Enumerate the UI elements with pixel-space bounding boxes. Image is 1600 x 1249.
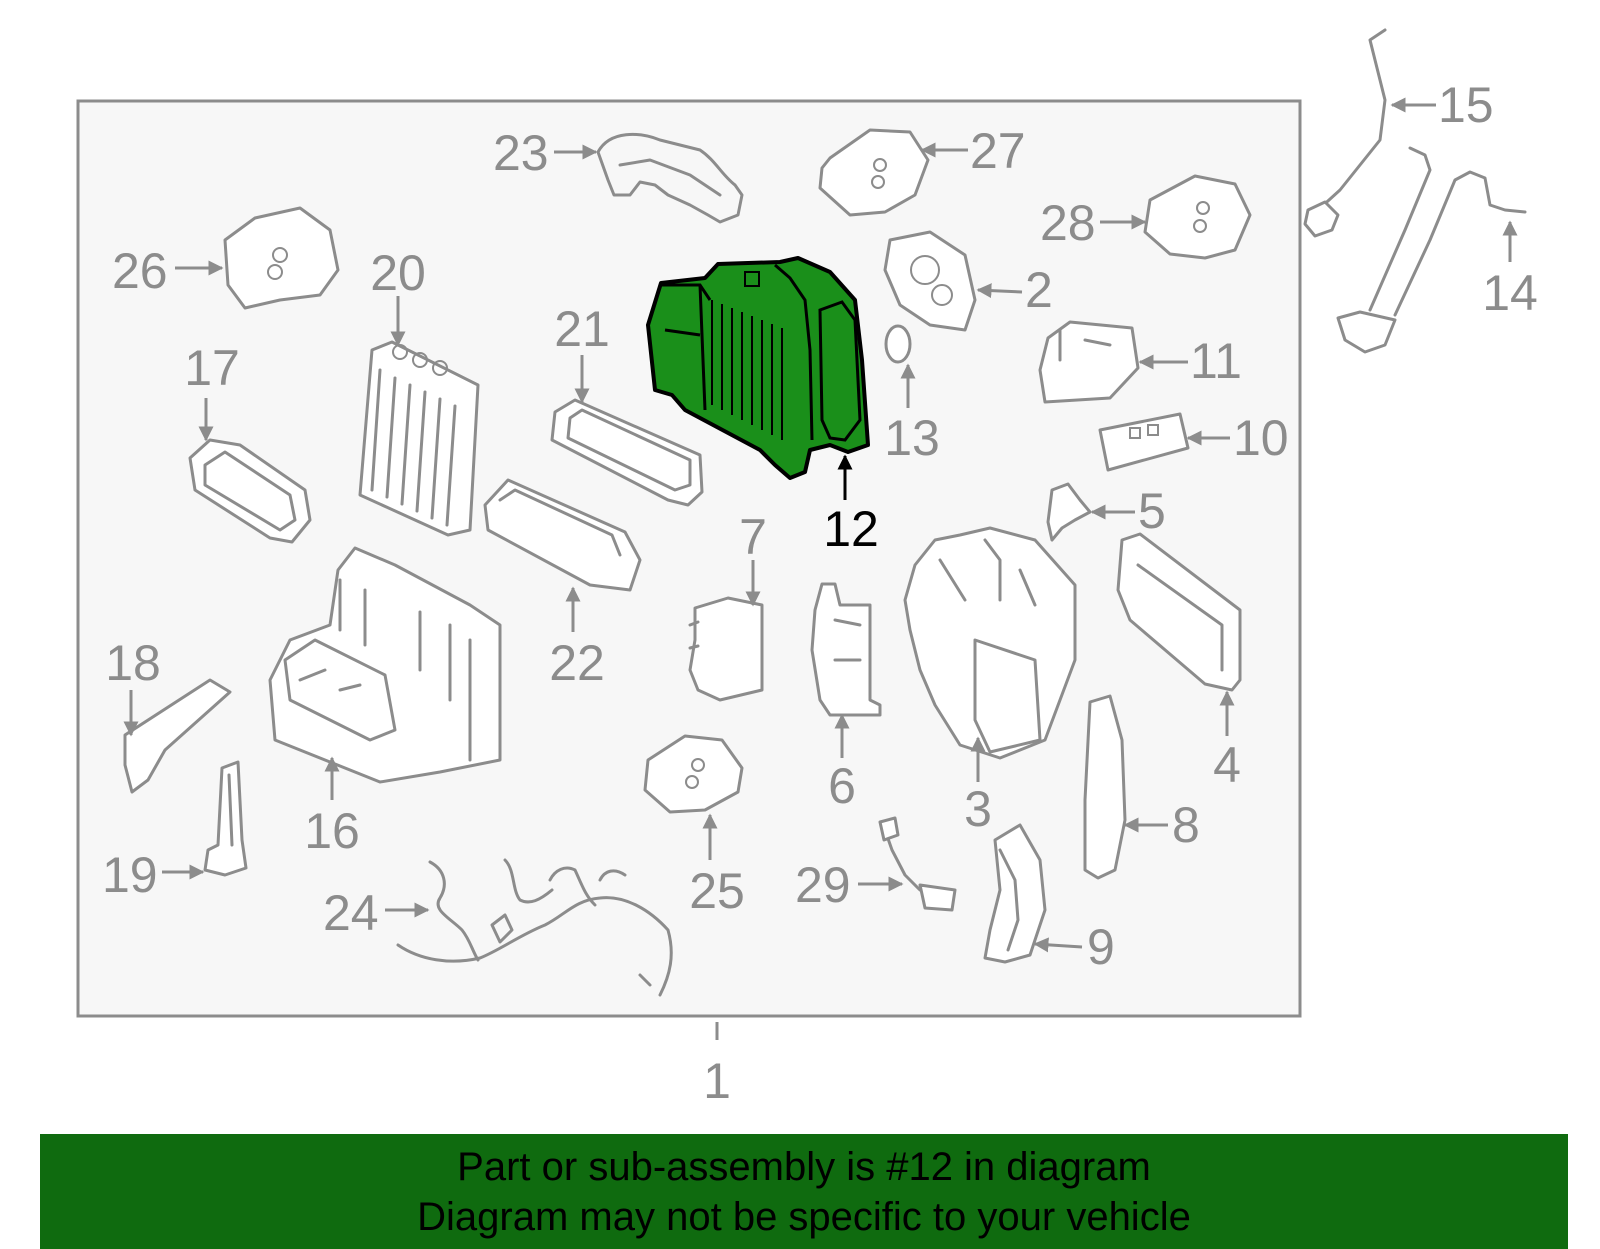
callout-10: 10 bbox=[1233, 410, 1289, 466]
part-4-filter-door[interactable] bbox=[1116, 532, 1242, 692]
part-28-gasket[interactable] bbox=[1143, 174, 1252, 260]
part-27-gasket[interactable] bbox=[818, 128, 930, 217]
part-23-hose[interactable] bbox=[596, 132, 744, 224]
callout-4: 4 bbox=[1213, 737, 1241, 793]
banner-line-disclaimer: Diagram may not be specific to your vehi… bbox=[417, 1195, 1191, 1239]
callout-15: 15 bbox=[1438, 77, 1494, 133]
part-7-module[interactable] bbox=[688, 596, 764, 702]
part-3-case[interactable] bbox=[903, 526, 1077, 760]
part-13-o-ring[interactable] bbox=[884, 324, 912, 364]
part-22-duct[interactable] bbox=[483, 478, 642, 592]
callout-5: 5 bbox=[1138, 483, 1166, 539]
part-17-gasket[interactable] bbox=[188, 438, 312, 544]
callout-11: 11 bbox=[1190, 333, 1242, 389]
callout-19: 19 bbox=[102, 847, 158, 903]
part-15-line[interactable] bbox=[1303, 28, 1387, 238]
callout-26: 26 bbox=[112, 243, 168, 299]
callout-21: 21 bbox=[554, 301, 610, 357]
part-2-seal-plate[interactable] bbox=[883, 230, 977, 332]
part-6-duct[interactable] bbox=[810, 582, 882, 717]
callout-27: 27 bbox=[970, 123, 1026, 179]
part-12-evaporator-highlighted[interactable] bbox=[646, 256, 870, 480]
leader-9 bbox=[1033, 937, 1083, 953]
part-18-seal[interactable] bbox=[123, 678, 232, 794]
callout-18: 18 bbox=[105, 635, 161, 691]
callout-22: 22 bbox=[549, 635, 605, 691]
callout-20: 20 bbox=[370, 245, 426, 301]
callout-2: 2 bbox=[1025, 262, 1053, 318]
callout-28: 28 bbox=[1040, 195, 1096, 251]
banner-line-part: Part or sub-assembly is #12 in diagram bbox=[457, 1145, 1151, 1189]
part-5-bracket[interactable] bbox=[1046, 482, 1092, 542]
callout-24: 24 bbox=[323, 885, 379, 941]
callout-25: 25 bbox=[689, 863, 745, 919]
part-14-tube[interactable] bbox=[1336, 146, 1527, 354]
part-21-gasket[interactable] bbox=[550, 398, 704, 507]
callout-7: 7 bbox=[739, 509, 767, 565]
callout-29: 29 bbox=[795, 857, 851, 913]
callout-14: 14 bbox=[1482, 265, 1538, 321]
callout-17: 17 bbox=[184, 340, 240, 396]
part-16-case[interactable] bbox=[268, 546, 502, 784]
info-banner: Part or sub-assembly is #12 in diagram D… bbox=[40, 1134, 1568, 1249]
part-25-gasket[interactable] bbox=[643, 734, 744, 814]
part-26-gasket[interactable] bbox=[223, 206, 340, 310]
callout-6: 6 bbox=[828, 758, 856, 814]
part-19-sensor[interactable] bbox=[203, 760, 248, 877]
parts-diagram: 1 2 3 4 5 6 7 8 9 10 11 12 13 14 15 16 1… bbox=[76, 28, 1538, 1109]
callout-8: 8 bbox=[1172, 797, 1200, 853]
callout-3: 3 bbox=[964, 781, 992, 837]
leader-2 bbox=[976, 283, 1023, 299]
part-11-resistor[interactable] bbox=[1038, 320, 1140, 404]
part-9-door[interactable] bbox=[983, 823, 1047, 964]
callout-1: 1 bbox=[703, 1053, 731, 1109]
callout-12-highlighted: 12 bbox=[823, 501, 879, 557]
callout-16: 16 bbox=[304, 803, 360, 859]
callout-13: 13 bbox=[884, 410, 940, 466]
part-20-heater-core[interactable] bbox=[358, 340, 480, 537]
callout-9: 9 bbox=[1087, 919, 1115, 975]
callout-23: 23 bbox=[493, 125, 549, 181]
part-29-sensor[interactable] bbox=[878, 816, 957, 912]
part-8-seal[interactable] bbox=[1083, 694, 1127, 880]
part-24-harness[interactable] bbox=[396, 858, 673, 997]
part-10-connector[interactable] bbox=[1098, 412, 1190, 472]
